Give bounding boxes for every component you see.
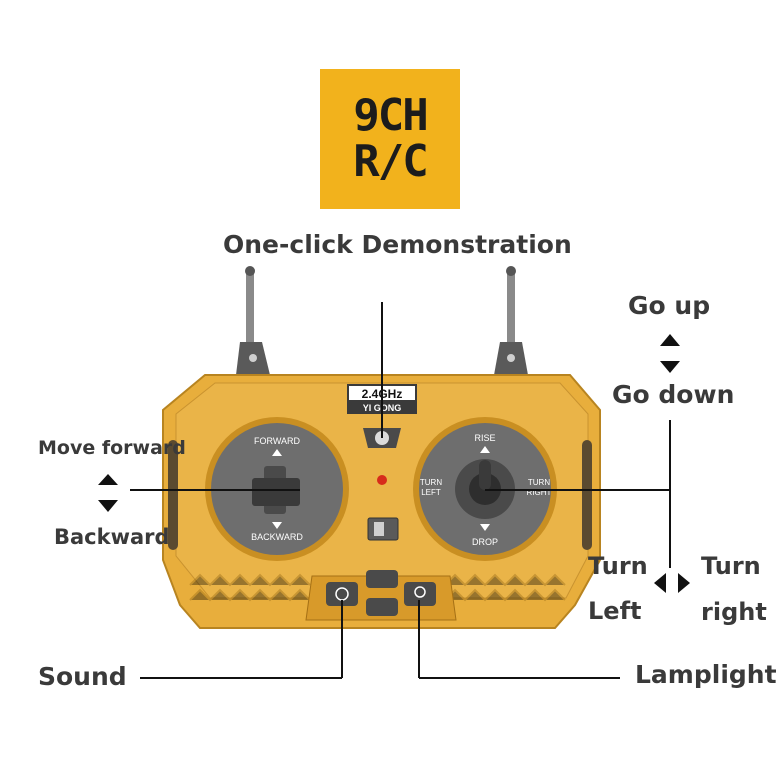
lamp-icon [414, 586, 426, 598]
right-arrow-icon [678, 573, 690, 593]
lamplight-label: Lamplight [635, 660, 777, 689]
left-arrow-icon [654, 573, 666, 593]
function-button-top[interactable] [366, 570, 398, 588]
turn-right-label-1: Turn [701, 552, 761, 580]
right-dial-left-label-2: LEFT [421, 488, 441, 497]
right-dial-top-label: RISE [474, 433, 495, 443]
right-antenna [494, 266, 528, 375]
left-antenna [236, 266, 270, 375]
right-dial-right-label-1: TURN [528, 478, 550, 487]
callout-lines [130, 302, 671, 679]
go-down-label: Go down [612, 380, 735, 409]
turn-left-label-1: Turn [588, 552, 648, 580]
function-button-bottom[interactable] [366, 598, 398, 616]
turn-left-label-2: Left [588, 597, 642, 625]
move-forward-label: Move forward [38, 437, 186, 459]
right-dial-right-label-2: RIGHT [527, 488, 552, 497]
turn-right-label-2: right [701, 598, 767, 626]
backward-arrow-icon [98, 500, 118, 512]
left-dial-top-label: FORWARD [254, 436, 300, 446]
go-up-label: Go up [628, 291, 711, 320]
sound-label: Sound [38, 662, 127, 691]
sound-button[interactable] [326, 582, 358, 606]
left-dial-bottom-label: BACKWARD [251, 532, 303, 542]
backward-label: Backward [54, 525, 170, 549]
right-dial-left-label-1: TURN [420, 478, 442, 487]
right-dial-bottom-label: DROP [472, 537, 498, 547]
demo-label: One-click Demonstration [223, 230, 572, 259]
left-stick[interactable] [252, 478, 300, 506]
power-led [377, 475, 387, 485]
channel-badge: 9CH R/C [320, 69, 460, 209]
forward-arrow-icon [98, 474, 118, 485]
down-arrow-icon [660, 361, 680, 373]
badge-line-2: R/C [353, 136, 428, 187]
badge-line-1: 9CH [353, 90, 428, 141]
up-arrow-icon [660, 334, 680, 346]
lamplight-button[interactable] [404, 582, 436, 606]
